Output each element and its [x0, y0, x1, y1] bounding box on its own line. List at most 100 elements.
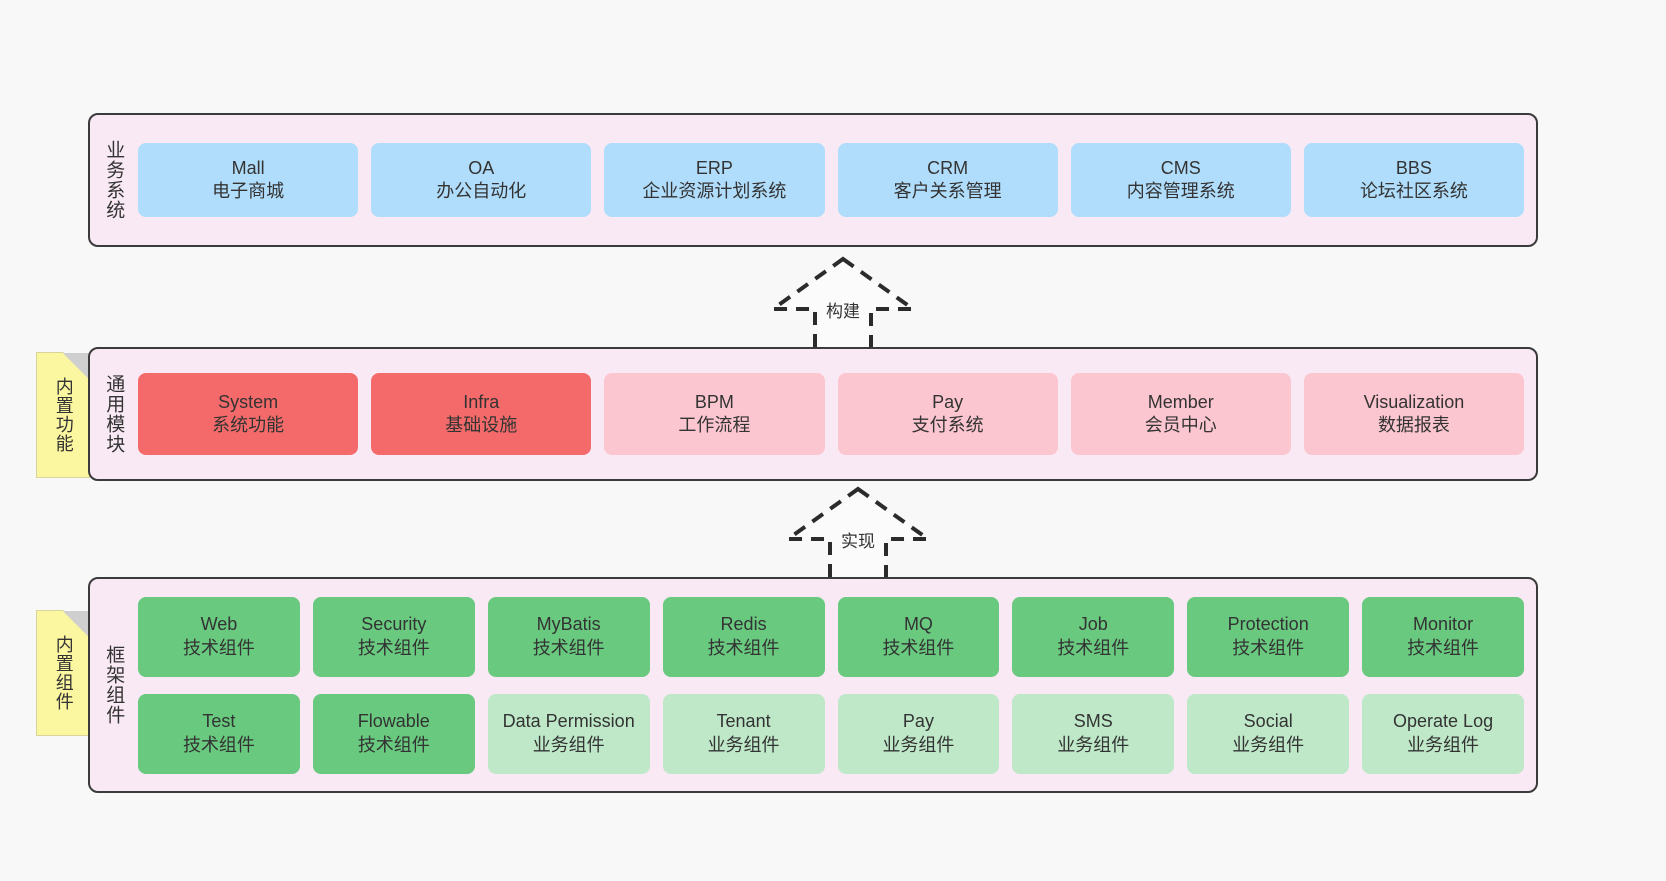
card-subtitle: 企业资源计划系统: [642, 181, 787, 201]
card-title: MQ: [903, 614, 933, 635]
card-title: Pay: [902, 711, 934, 732]
note-builtin-functions-label: 内置功能: [53, 377, 74, 453]
card-title: Mall: [231, 157, 265, 178]
card-protection[interactable]: Protection 技术组件: [1187, 596, 1350, 677]
framework-tech-row: Web 技术组件 Security 技术组件 MyBatis 技术组件 Redi…: [138, 596, 1524, 677]
card-subtitle: 业务组件: [882, 734, 955, 755]
card-subtitle: 技术组件: [882, 637, 955, 658]
layer-body-business-system: Mall 电子商城 OA 办公自动化 ERP 企业资源计划系统 CRM 客户关系…: [136, 115, 1536, 245]
card-title: Flowable: [357, 711, 430, 732]
card-title: OA: [468, 157, 495, 178]
card-social[interactable]: Social 业务组件: [1187, 693, 1350, 774]
card-monitor[interactable]: Monitor 技术组件: [1362, 596, 1524, 677]
card-title: BPM: [694, 391, 734, 412]
card-subtitle: 内容管理系统: [1126, 181, 1235, 201]
card-mall[interactable]: Mall 电子商城: [138, 143, 359, 217]
card-subtitle: 支付系统: [911, 415, 984, 435]
layer-framework-component: 框架组件 Web 技术组件 Security 技术组件 MyBatis 技术组件…: [88, 577, 1538, 793]
card-crm[interactable]: CRM 客户关系管理: [837, 143, 1058, 217]
card-title: CMS: [1160, 157, 1201, 178]
card-subtitle: 论坛社区系统: [1359, 181, 1468, 201]
card-title: BBS: [1395, 157, 1432, 178]
card-title: Infra: [463, 391, 500, 412]
card-security[interactable]: Security 技术组件: [312, 596, 475, 677]
card-subtitle: 业务组件: [532, 734, 605, 755]
card-erp[interactable]: ERP 企业资源计划系统: [604, 143, 825, 217]
card-subtitle: 技术组件: [532, 637, 605, 658]
card-subtitle: 业务组件: [1232, 734, 1305, 755]
connector-implement-arrow: 实现: [768, 483, 948, 589]
card-data-permission[interactable]: Data Permission 业务组件: [487, 693, 650, 774]
card-bpm[interactable]: BPM 工作流程: [604, 373, 825, 455]
card-pay-component[interactable]: Pay 业务组件: [837, 693, 1000, 774]
card-title: Redis: [720, 614, 767, 635]
layer-label-common-module: 通用模块: [103, 374, 125, 454]
layer-business-system: 业务系统 Mall 电子商城 OA 办公自动化 ERP 企业资源计划系统 CRM…: [88, 113, 1538, 247]
card-subtitle: 系统功能: [212, 415, 285, 435]
card-subtitle: 技术组件: [357, 734, 430, 755]
card-subtitle: 技术组件: [182, 637, 255, 658]
card-subtitle: 业务组件: [1057, 734, 1130, 755]
note-builtin-components-label: 内置组件: [53, 635, 74, 711]
card-title: ERP: [695, 157, 733, 178]
card-title: Job: [1078, 614, 1108, 635]
connector-build-label: 构建: [826, 302, 860, 321]
card-operate-log[interactable]: Operate Log 业务组件: [1362, 693, 1524, 774]
common-card-row: System 系统功能 Infra 基础设施 BPM 工作流程 Pay 支付系统…: [138, 373, 1525, 455]
card-title: System: [218, 391, 279, 412]
card-tenant[interactable]: Tenant 业务组件: [662, 693, 825, 774]
card-web[interactable]: Web 技术组件: [138, 596, 300, 677]
layer-body-framework-component: Web 技术组件 Security 技术组件 MyBatis 技术组件 Redi…: [136, 579, 1536, 791]
card-subtitle: 技术组件: [1407, 637, 1480, 658]
card-system[interactable]: System 系统功能: [138, 373, 359, 455]
card-visualization[interactable]: Visualization 数据报表: [1303, 373, 1525, 455]
card-title: Member: [1147, 391, 1214, 412]
card-title: Visualization: [1363, 391, 1465, 412]
card-mq[interactable]: MQ 技术组件: [837, 596, 1000, 677]
card-subtitle: 会员中心: [1144, 415, 1217, 435]
card-title: Monitor: [1413, 614, 1474, 635]
card-title: Pay: [932, 391, 964, 412]
card-member[interactable]: Member 会员中心: [1070, 373, 1291, 455]
card-subtitle: 客户关系管理: [893, 181, 1002, 201]
card-title: Data Permission: [502, 711, 635, 732]
note-builtin-functions: 内置功能: [36, 352, 90, 478]
card-flowable[interactable]: Flowable 技术组件: [312, 693, 475, 774]
note-builtin-components: 内置组件: [36, 610, 90, 736]
card-subtitle: 技术组件: [1232, 637, 1305, 658]
layer-body-common-module: System 系统功能 Infra 基础设施 BPM 工作流程 Pay 支付系统…: [136, 349, 1536, 479]
card-subtitle: 业务组件: [1407, 734, 1480, 755]
card-bbs[interactable]: BBS 论坛社区系统: [1303, 143, 1525, 217]
card-redis[interactable]: Redis 技术组件: [662, 596, 825, 677]
card-subtitle: 技术组件: [707, 637, 780, 658]
card-subtitle: 数据报表: [1377, 415, 1450, 435]
layer-label-framework-component: 框架组件: [103, 645, 125, 725]
card-subtitle: 技术组件: [1057, 637, 1130, 658]
card-title: Test: [202, 711, 236, 732]
card-test[interactable]: Test 技术组件: [138, 693, 300, 774]
card-title: Tenant: [716, 711, 771, 732]
layer-label-business-system: 业务系统: [103, 140, 125, 220]
card-title: Security: [361, 614, 427, 635]
connector-build-arrow: 构建: [753, 253, 933, 359]
card-job[interactable]: Job 技术组件: [1012, 596, 1175, 677]
card-title: Protection: [1227, 614, 1309, 635]
card-title: Social: [1243, 711, 1293, 732]
card-pay[interactable]: Pay 支付系统: [837, 373, 1058, 455]
card-subtitle: 基础设施: [445, 415, 518, 435]
card-subtitle: 工作流程: [678, 415, 751, 435]
card-sms[interactable]: SMS 业务组件: [1012, 693, 1175, 774]
card-subtitle: 业务组件: [707, 734, 780, 755]
card-title: Web: [200, 614, 238, 635]
card-subtitle: 电子商城: [212, 181, 285, 201]
card-cms[interactable]: CMS 内容管理系统: [1070, 143, 1291, 217]
card-title: Operate Log: [1393, 711, 1494, 732]
card-subtitle: 技术组件: [357, 637, 430, 658]
card-title: CRM: [927, 157, 969, 178]
framework-business-row: Test 技术组件 Flowable 技术组件 Data Permission …: [138, 693, 1524, 774]
card-mybatis[interactable]: MyBatis 技术组件: [487, 596, 650, 677]
card-subtitle: 技术组件: [182, 734, 255, 755]
card-infra[interactable]: Infra 基础设施: [371, 373, 592, 455]
card-oa[interactable]: OA 办公自动化: [371, 143, 592, 217]
